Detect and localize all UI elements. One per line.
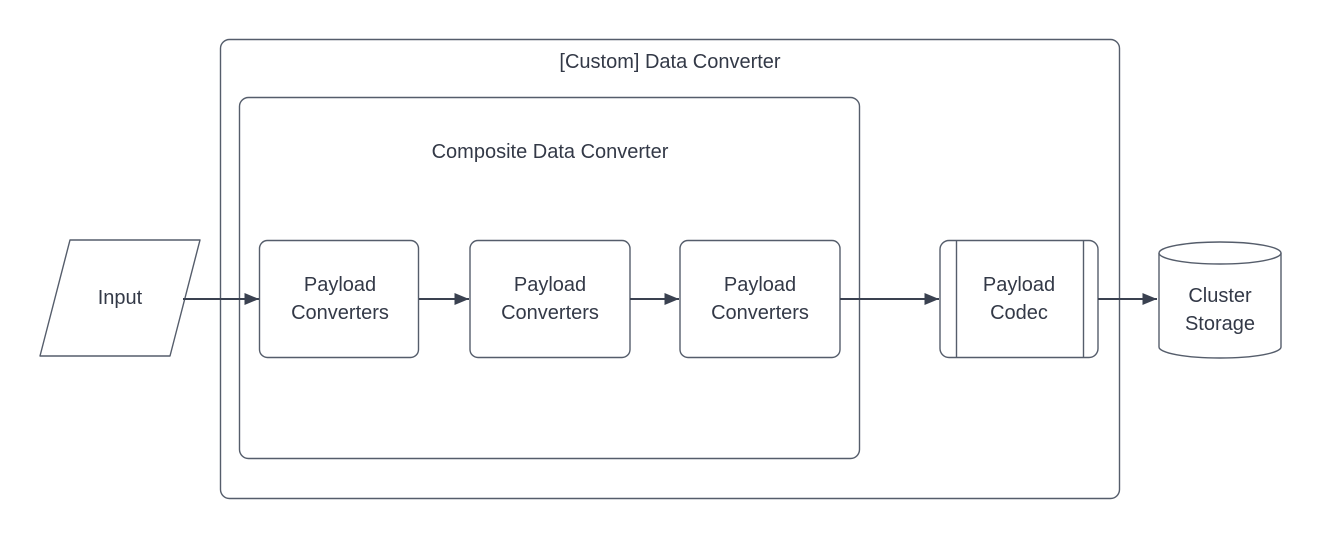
input-shape: [39, 239, 201, 357]
outer-container-title: [Custom] Data Converter: [559, 51, 781, 73]
cluster-storage-cylinder-body: [1158, 253, 1282, 359]
input-label: Input: [97, 287, 143, 309]
payload-converters-label-3: Payload Converters: [711, 273, 809, 324]
payload-converters-label-1: Payload Converters: [291, 273, 389, 324]
payload-converters-box-1: [258, 239, 420, 359]
inner-container-title: Composite Data Converter: [431, 141, 669, 163]
cluster-storage-label: Cluster Storage: [1184, 285, 1256, 335]
cluster-storage-cylinder-top: [1158, 241, 1282, 265]
payload-converters-label-2: Payload Converters: [501, 273, 599, 324]
payload-codec-label: Payload Codec: [982, 273, 1056, 324]
